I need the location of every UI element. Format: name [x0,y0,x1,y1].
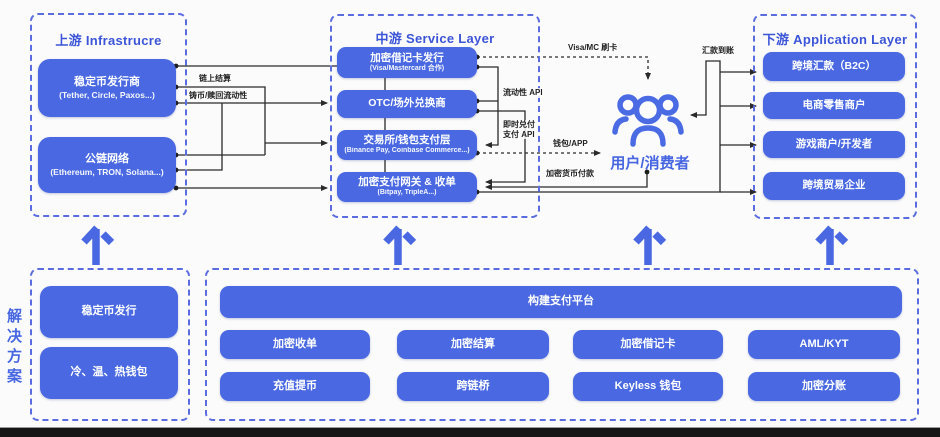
box-cross-chain-bridge: 跨链桥 [397,372,549,401]
bottom-bar [0,428,940,437]
up-arrow-icon [383,225,417,265]
box-exchange-wallet-layer: 交易所/钱包支付层 (Binance Pay, Coinbase Commerc… [337,130,477,160]
up-arrow-icon [81,225,115,265]
box-cold-warm-hot-wallet: 冷、温、热钱包 [40,347,178,399]
box-title: 稳定币发行商 [74,76,140,89]
panel-solutions-left [30,268,190,421]
box-crypto-gateway: 加密支付网关 & 收单 (Bitpay, TripleA...) [337,172,477,202]
users-label: 用户/消费者 [610,155,690,172]
panel-downstream: 下游 Application Layer [753,14,917,219]
box-crypto-acquiring: 加密收单 [220,330,370,359]
solutions-side-label: 解决方案 [5,308,22,388]
label-onchain-settlement: 链上结算 [198,74,232,84]
box-title: 加密分账 [802,379,846,392]
bottom-divider [0,427,940,428]
box-cross-border-remittance: 跨境汇款（B2C） [763,52,905,81]
box-title: 加密借记卡 [620,337,676,350]
box-title: AML/KYT [799,337,849,350]
box-title: OTC/场外兑换商 [368,97,446,110]
box-ecommerce-merchants: 电商零售商户 [763,92,905,119]
label-remittance-arrival: 汇款到账 [701,46,735,56]
box-stablecoin-issuers: 稳定币发行商 (Tether, Circle, Paxos...) [38,59,176,117]
up-arrow-icon [633,225,667,265]
box-title: 加密收单 [273,337,317,350]
box-title: 电商零售商户 [802,98,866,111]
label-liquidity-api: 流动性 API [502,88,544,98]
box-title: 交易所/钱包支付层 [363,134,451,147]
box-title: 游戏商户/开发者 [795,137,873,150]
box-title: 公链网络 [85,153,129,166]
box-crypto-debit: 加密借记卡 [573,330,723,359]
panel-downstream-title: 下游 Application Layer [762,32,908,47]
label-crypto-payment: 加密货币付款 [545,169,595,179]
panel-midstream: 中游 Service Layer [330,14,540,218]
box-subtitle: (Binance Pay, Coinbase Commerce...) [344,147,470,155]
box-otc: OTC/场外兑换商 [337,90,477,118]
panel-upstream-title: 上游 Infrastrucre [55,33,162,48]
label-payment-api: 支付 API [503,129,535,139]
box-crypto-debit-card: 加密借记卡发行 (Visa/Mastercard 合作) [337,47,477,78]
up-arrow-icon [815,225,849,265]
panel-solutions-right [205,268,919,421]
box-title: 跨链桥 [456,379,490,392]
box-subtitle: (Visa/Mastercard 合作) [369,64,445,72]
label-mint-redeem-liquidity: 铸币/赎回流动性 [188,91,249,101]
box-title: 加密支付网关 & 收单 [358,176,456,189]
box-title: 跨境贸易企业 [802,179,866,192]
label-instant-pay-api: 即时兑付 支付 API [502,120,536,140]
box-title: Keyless 钱包 [614,379,682,392]
box-public-chains: 公链网络 (Ethereum, TRON, Solana...) [38,137,176,193]
box-deposit-withdraw: 充值提币 [220,372,370,401]
box-title: 加密结算 [451,337,495,350]
users-group-icon [612,94,684,147]
box-aml-kyt: AML/KYT [748,330,900,359]
box-crypto-settlement: 加密结算 [397,330,549,359]
box-gaming-merchants: 游戏商户/开发者 [763,131,905,158]
box-title: 冷、温、热钱包 [70,366,148,379]
panel-upstream: 上游 Infrastrucre [30,13,187,217]
box-title: 稳定币发行 [81,305,137,318]
label-wallet-app: 钱包/APP [552,139,589,149]
panel-midstream-title: 中游 Service Layer [375,31,495,46]
label-visa-mc-swipe: Visa/MC 刷卡 [567,43,619,53]
box-keyless-wallet: Keyless 钱包 [573,372,723,401]
box-stablecoin-issuance: 稳定币发行 [40,286,178,338]
box-title: 跨境汇款（B2C） [791,59,876,72]
box-subtitle: (Bitpay, TripleA...) [377,189,437,197]
box-title: 构建支付平台 [528,295,594,308]
label-instant-settle: 即时兑付 [503,120,535,129]
box-title: 充值提币 [273,379,317,392]
box-build-payment-platform: 构建支付平台 [220,286,902,318]
box-title: 加密借记卡发行 [370,51,444,64]
box-trade-enterprises: 跨境贸易企业 [763,172,905,200]
box-crypto-split: 加密分账 [748,372,900,401]
box-subtitle: (Tether, Circle, Paxos...) [59,89,155,100]
box-subtitle: (Ethereum, TRON, Solana...) [50,166,164,177]
